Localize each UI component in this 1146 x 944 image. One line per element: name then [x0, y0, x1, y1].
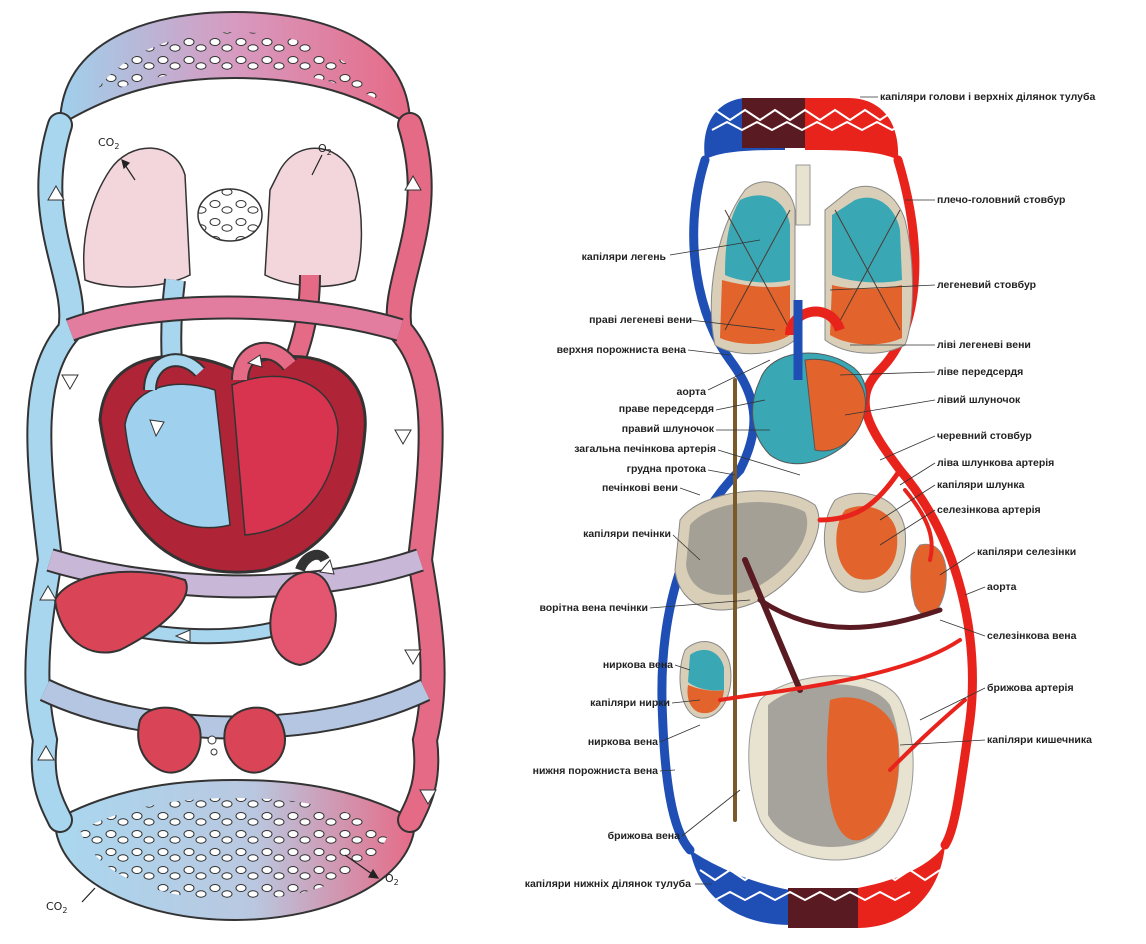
upper-capillary-network: [60, 12, 410, 125]
right-lungs: [711, 165, 912, 354]
heart: [100, 351, 365, 572]
label-brachiocephalic-trunk: плечо-головний стовбур: [937, 194, 1065, 206]
right-intestine: [749, 676, 913, 860]
left-circulation-diagram: [0, 0, 470, 944]
trachea: [796, 165, 810, 225]
lower-capillary-network: [55, 780, 415, 920]
label-inferior-vena-cava: нижня порожниста вена: [533, 765, 658, 777]
label-right-pulmonary-veins: праві легеневі вени: [589, 314, 692, 326]
pulmonary-capillaries: [198, 189, 262, 241]
co2-label-bottom: CO2: [46, 900, 67, 915]
label-kidney-capillaries: капіляри нирки: [590, 697, 670, 709]
co2-label-top: CO2: [98, 136, 119, 151]
label-celiac-trunk: черевний стовбур: [937, 430, 1032, 442]
o2-label-top: O2: [318, 142, 332, 157]
label-common-hepatic-artery: загальна печінкова артерія: [574, 443, 716, 455]
label-pulmonary-trunk: легеневий стовбур: [937, 279, 1036, 291]
label-aorta-lower: аорта: [987, 581, 1017, 593]
label-hepatic-veins: печінкові вени: [602, 482, 678, 494]
right-spleen: [911, 544, 946, 615]
main-vessels: [662, 160, 973, 850]
label-left-gastric-artery: ліва шлункова артерія: [937, 457, 1054, 469]
label-intestine-capillaries: капіляри кишечника: [987, 734, 1092, 746]
label-splenic-vein: селезінкова вена: [987, 630, 1076, 642]
label-lung-capillaries: капіляри легень: [582, 251, 666, 263]
label-left-pulmonary-veins: ліві легеневі вени: [937, 339, 1031, 351]
label-portal-vein: ворітна вена печінки: [539, 602, 648, 614]
right-heart: [753, 300, 867, 464]
leader-lines: [650, 97, 985, 884]
lower-body-capillary-band: [690, 845, 945, 928]
label-mesenteric-artery: брижова артерія: [987, 682, 1074, 694]
right-stomach: [824, 493, 905, 592]
abdominal-vessels: [720, 380, 965, 820]
label-left-atrium: ліве передсердя: [937, 366, 1023, 378]
label-right-ventricle: правий шлуночок: [622, 423, 714, 435]
label-left-ventricle: лівий шлуночок: [937, 394, 1020, 406]
label-splenic-artery: селезінкова артерія: [937, 504, 1041, 516]
label-aorta-upper: аорта: [676, 386, 706, 398]
head-capillary-band: [704, 98, 922, 160]
label-thoracic-duct: грудна протока: [627, 463, 706, 475]
label-spleen-capillaries: капіляри селезінки: [977, 546, 1076, 558]
lungs: [84, 148, 362, 390]
label-liver-capillaries: капіляри печінки: [583, 528, 671, 540]
o2-label-bottom: O2: [385, 872, 399, 887]
label-right-atrium: праве передсердя: [619, 403, 714, 415]
label-head-capillaries: капіляри голови і верхніх ділянок тулуба: [880, 91, 1095, 103]
right-liver: [675, 491, 819, 610]
label-stomach-capillaries: капіляри шлунка: [937, 479, 1025, 491]
label-superior-vena-cava: верхня порожниста вена: [557, 344, 686, 356]
label-mesenteric-vein: брижова вена: [608, 830, 680, 842]
label-renal-vein-1: ниркова вена: [603, 659, 673, 671]
label-renal-vein-2: ниркова вена: [588, 736, 658, 748]
right-kidney: [680, 642, 731, 719]
label-lower-body-capillaries: капіляри нижніх ділянок тулуба: [525, 878, 691, 890]
